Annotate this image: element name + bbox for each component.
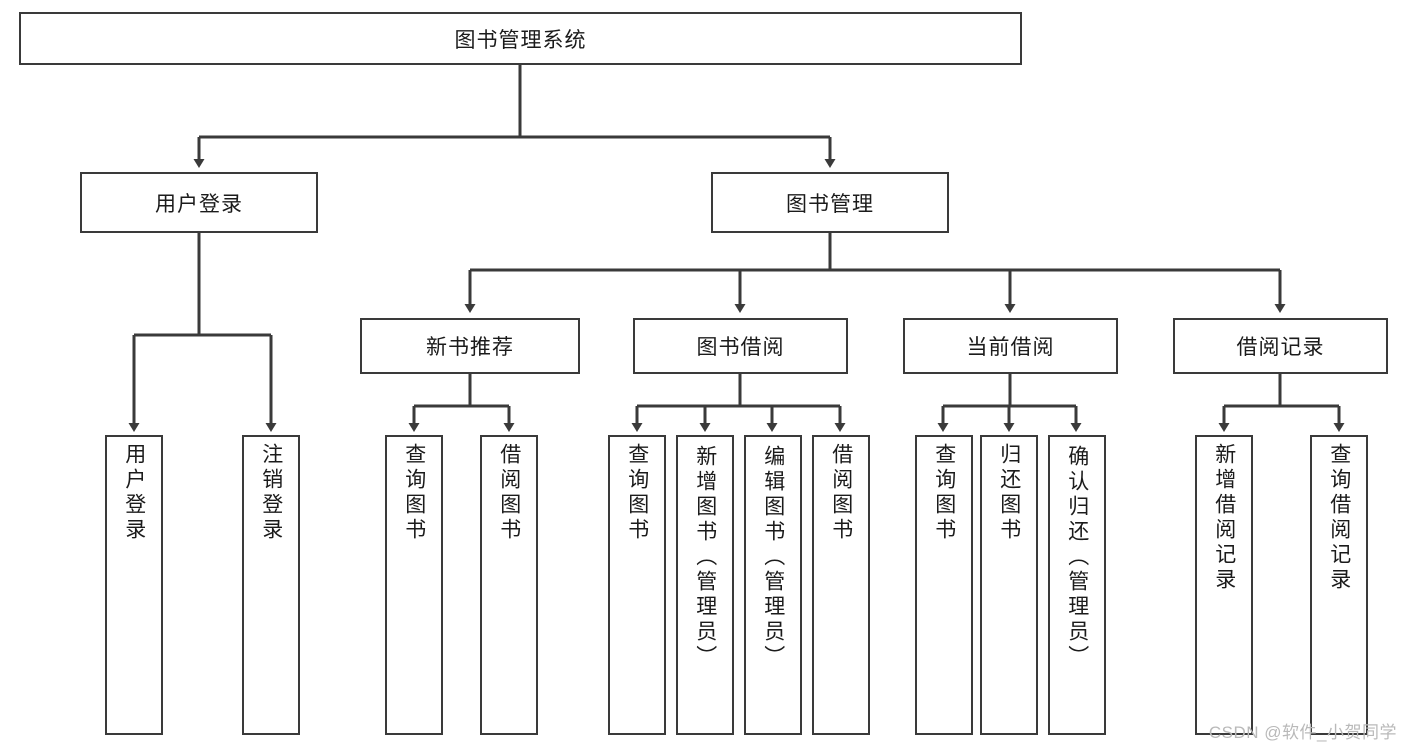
leaf-current-borrow-2[interactable]: 归还图书 xyxy=(980,435,1038,735)
leaf-new-book-1[interactable]: 查询图书 xyxy=(385,435,443,735)
leaf-book-borrow-3[interactable]: 编辑图书（管理员） xyxy=(744,435,802,735)
node-root[interactable]: 图书管理系统 xyxy=(19,12,1022,65)
leaf-borrow-record-2[interactable]: 查询借阅记录 xyxy=(1310,435,1368,735)
node-book-borrow-label: 图书借阅 xyxy=(696,336,785,359)
leaf-label: 查询图书 xyxy=(625,443,649,543)
node-current-borrow[interactable]: 当前借阅 xyxy=(903,318,1118,374)
node-new-book-recommend[interactable]: 新书推荐 xyxy=(360,318,580,374)
node-book-manage[interactable]: 图书管理 xyxy=(711,172,949,233)
node-book-manage-label: 图书管理 xyxy=(786,192,874,216)
leaf-label: 确认归还（管理员） xyxy=(1065,445,1089,670)
leaf-label: 查询借阅记录 xyxy=(1327,443,1351,593)
node-current-borrow-label: 当前借阅 xyxy=(966,336,1055,359)
leaf-label: 查询图书 xyxy=(932,443,956,543)
node-borrow-record[interactable]: 借阅记录 xyxy=(1173,318,1388,374)
node-root-label: 图书管理系统 xyxy=(454,28,587,52)
node-book-borrow[interactable]: 图书借阅 xyxy=(633,318,848,374)
leaf-label: 归还图书 xyxy=(997,443,1021,543)
leaf-book-borrow-1[interactable]: 查询图书 xyxy=(608,435,666,735)
leaf-borrow-record-1[interactable]: 新增借阅记录 xyxy=(1195,435,1253,735)
leaf-label: 借阅图书 xyxy=(829,443,853,543)
leaf-label: 查询图书 xyxy=(402,443,426,543)
leaf-label: 注销登录 xyxy=(259,443,283,543)
leaf-book-borrow-2[interactable]: 新增图书（管理员） xyxy=(676,435,734,735)
node-user-login[interactable]: 用户登录 xyxy=(80,172,318,233)
leaf-user-login-1[interactable]: 用户登录 xyxy=(105,435,163,735)
leaf-new-book-2[interactable]: 借阅图书 xyxy=(480,435,538,735)
leaf-label: 新增借阅记录 xyxy=(1212,443,1236,593)
leaf-label: 借阅图书 xyxy=(497,443,521,543)
leaf-current-borrow-3[interactable]: 确认归还（管理员） xyxy=(1048,435,1106,735)
node-borrow-record-label: 借阅记录 xyxy=(1236,336,1325,359)
leaf-label: 新增图书（管理员） xyxy=(693,445,717,670)
leaf-label: 用户登录 xyxy=(122,443,146,543)
leaf-user-login-2[interactable]: 注销登录 xyxy=(242,435,300,735)
leaf-current-borrow-1[interactable]: 查询图书 xyxy=(915,435,973,735)
node-user-login-label: 用户登录 xyxy=(155,192,243,216)
node-new-book-recommend-label: 新书推荐 xyxy=(426,336,514,359)
leaf-label: 编辑图书（管理员） xyxy=(761,445,785,670)
watermark: CSDN @软件_小贺同学 xyxy=(1208,723,1397,742)
leaf-book-borrow-4[interactable]: 借阅图书 xyxy=(812,435,870,735)
